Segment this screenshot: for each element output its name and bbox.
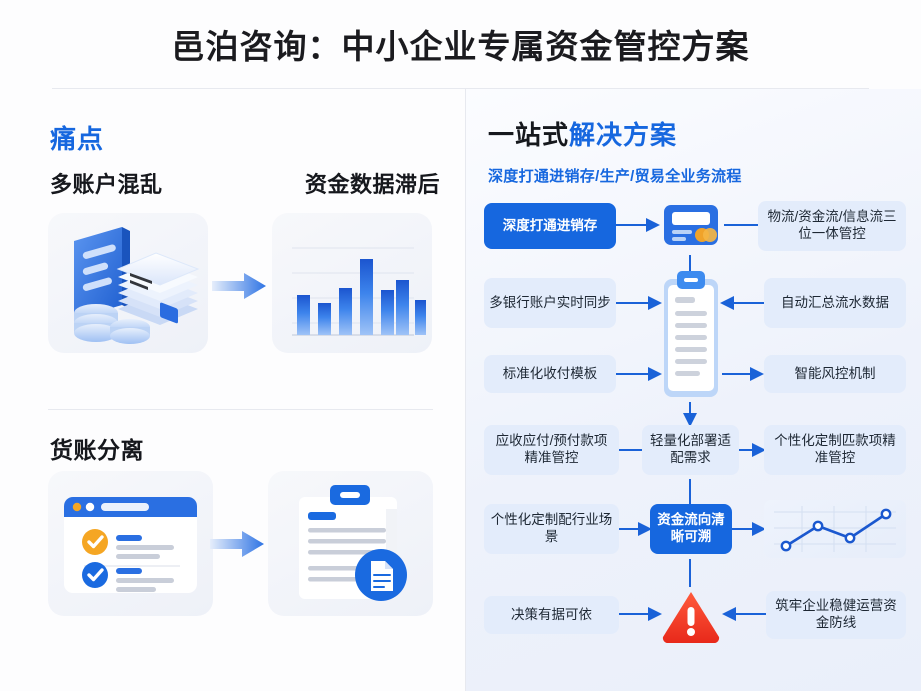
flow-box-row2-left[interactable]: 多银行账户实时同步 [484,278,616,328]
pain-label-multi-account: 多账户混乱 [50,172,163,197]
column-divider [465,89,466,691]
flow-box-row1-left[interactable]: 深度打通进销存 [484,203,616,249]
warning-triangle-icon [662,592,720,643]
pain-points-column: 痛点 多账户混乱 资金数据滞后 [0,89,465,691]
browser-checklist-icon [64,497,197,593]
flow-box-row3-right[interactable]: 智能风控机制 [764,355,906,393]
flow-box-row6-right[interactable]: 筑牢企业稳健运营资金防线 [766,591,906,639]
credit-card-icon-slot [660,199,722,258]
report-illustration-tile [268,471,433,616]
pain-arrow-2 [208,529,266,559]
line-chart-icon [774,506,896,552]
flow-box-row4-right[interactable]: 个性化定制匹款项精准管控 [764,425,906,475]
flow-box-row5-center[interactable]: 资金流向清晰可溯 [650,504,732,554]
flow-box-row5-left[interactable]: 个性化定制配行业场景 [484,504,619,554]
accounts-stack-icon [74,227,200,344]
pain-arrow-1 [210,271,268,301]
solution-column: 一站式解决方案 深度打通进销存/生产/贸易全业务流程 [466,89,921,691]
line-chart-tile [764,500,906,558]
accounts-illustration-tile [48,213,208,353]
solution-title: 一站式解决方案 [488,115,677,152]
left-column-divider [48,409,433,410]
checklist-illustration-tile [48,471,213,616]
flow-box-row3-left[interactable]: 标准化收付模板 [484,355,616,393]
data-lag-illustration-tile [272,213,432,353]
arrow-right-icon [210,531,264,557]
pain-label-data-lag: 资金数据滞后 [304,172,440,197]
arrow-right-icon [212,273,266,299]
credit-card-icon [664,205,718,245]
page-title: 邑泊咨询：中小企业专属资金管控方案 [171,28,750,65]
goods-account-section-title: 货账分离 [50,437,144,463]
solution-title-black: 一站式 [488,120,570,150]
clipboard-icon [664,271,718,397]
solution-subtitle: 深度打通进销存/生产/贸易全业务流程 [488,168,742,185]
pain-labels-row: 多账户混乱 资金数据滞后 [50,167,440,199]
clipboard-icon-slot [660,269,722,408]
flow-connectors [616,218,766,621]
flow-box-row4-center[interactable]: 轻量化部署适配需求 [642,425,739,475]
page-header: 邑泊咨询：中小企业专属资金管控方案 [0,0,921,88]
pain-section-title: 痛点 [50,124,105,154]
flow-box-row6-left[interactable]: 决策有据可依 [484,596,619,634]
header-divider [52,88,869,89]
solution-title-blue: 解决方案 [569,120,678,150]
flow-box-row2-right[interactable]: 自动汇总流水数据 [764,278,906,328]
solution-flow-diagram: 深度打通进销存 物流/资金流/信息流三位一体管控 [474,197,914,677]
bar-chart-icon [292,247,426,336]
document-report-icon [299,485,407,601]
flow-box-row4-left[interactable]: 应收应付/预付款项精准管控 [484,425,619,475]
flow-box-row1-right[interactable]: 物流/资金流/信息流三位一体管控 [758,201,906,251]
warning-triangle-icon-slot [660,587,722,648]
